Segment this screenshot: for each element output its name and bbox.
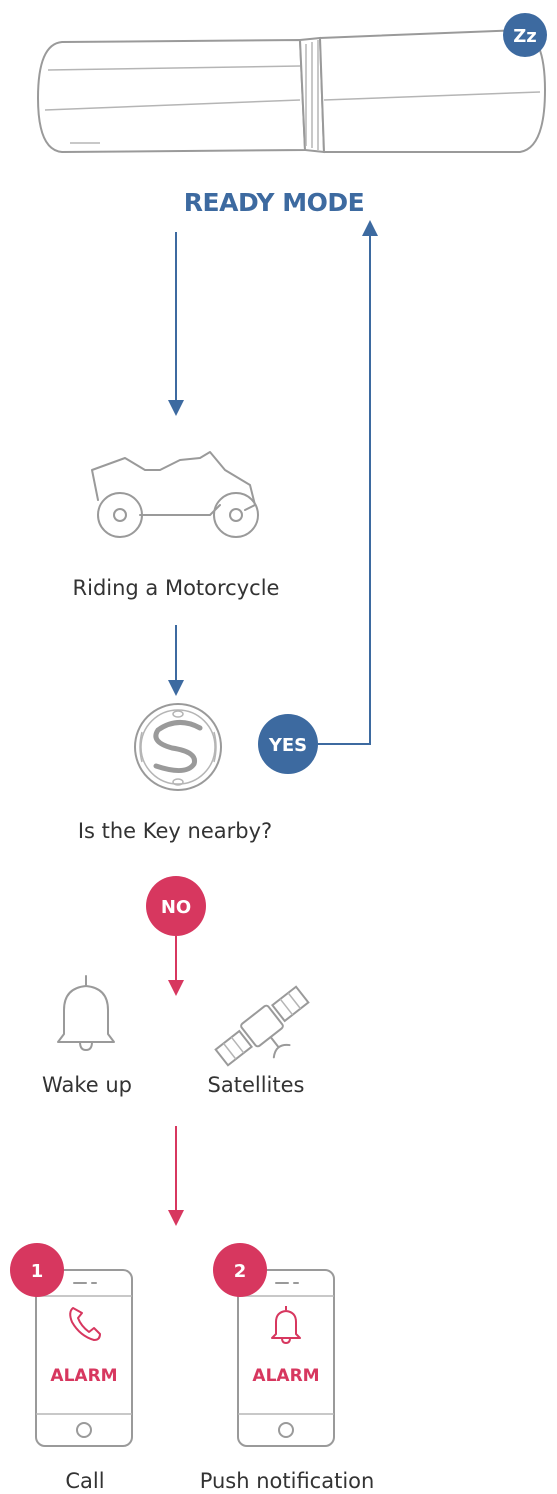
yes-badge: YES [258,714,318,774]
riding-label: Riding a Motorcycle [73,576,280,600]
tracker-device-icon [38,30,545,152]
yes-path [318,228,370,744]
number-badge-1: 1 [10,1243,64,1297]
no-badge: NO [146,876,206,936]
phone-push: ALARM [238,1270,334,1446]
motorcycle-icon [92,452,258,537]
sleep-badge-text: Zz [513,26,537,47]
key-fob-icon [135,704,221,790]
push-label: Push notification [200,1469,375,1493]
satellite-icon [213,984,322,1083]
number-badge-2: 2 [213,1243,267,1297]
page-title: READY MODE [184,188,364,217]
yes-badge-text: YES [268,735,307,756]
wakeup-label: Wake up [42,1073,132,1097]
call-label: Call [65,1469,104,1493]
number-badge-2-text: 2 [234,1261,247,1282]
no-badge-text: NO [161,897,191,918]
sleep-badge: Zz [503,13,547,57]
satellites-label: Satellites [208,1073,305,1097]
phone-call: ALARM [36,1270,132,1446]
key-label: Is the Key nearby? [78,819,272,843]
alarm-text-1: ALARM [50,1366,117,1386]
bell-icon [58,976,114,1050]
alarm-text-2: ALARM [252,1366,319,1386]
number-badge-1-text: 1 [31,1261,44,1282]
